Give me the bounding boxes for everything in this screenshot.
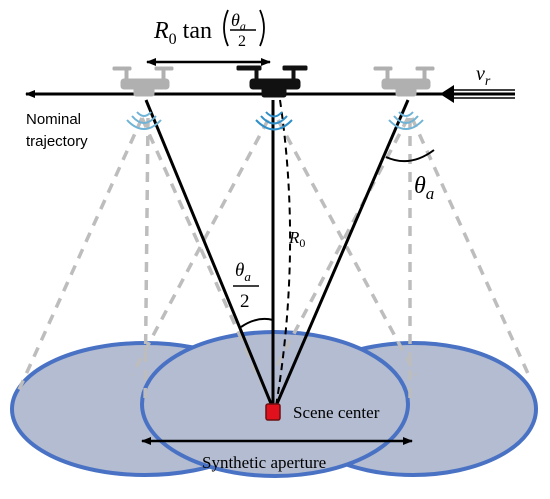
svg-text:θa: θa <box>231 10 246 33</box>
nominal-trajectory-label: Nominal trajectory <box>26 111 88 150</box>
svg-text:θa: θa <box>235 260 251 284</box>
velocity-arrow-head <box>440 85 454 103</box>
theta-a-arc <box>385 149 435 163</box>
slant-range-right-line <box>274 99 410 407</box>
beam-edges <box>16 117 532 407</box>
scene-center-label: Scene center <box>293 403 380 422</box>
svg-text:2: 2 <box>238 33 246 50</box>
velocity-label: vr <box>476 63 491 89</box>
slant-range-left-line <box>144 99 274 407</box>
half-angle-label: θa 2 <box>233 260 259 312</box>
half-angle-arc <box>240 317 274 328</box>
svg-text:2: 2 <box>240 291 250 312</box>
signal-right-icon <box>388 111 424 130</box>
drone-center-icon <box>236 65 308 98</box>
theta-a-label: θa <box>414 173 434 203</box>
scene-center-marker <box>265 403 281 421</box>
r0-label: R0 <box>288 228 305 250</box>
signal-left-icon <box>126 111 162 130</box>
drone-left-icon <box>112 66 174 97</box>
signal-center-icon <box>255 111 293 131</box>
r0-dashed-curve <box>275 99 292 407</box>
drone-right-icon <box>373 66 435 97</box>
synthetic-aperture-label: Synthetic aperture <box>202 453 326 472</box>
